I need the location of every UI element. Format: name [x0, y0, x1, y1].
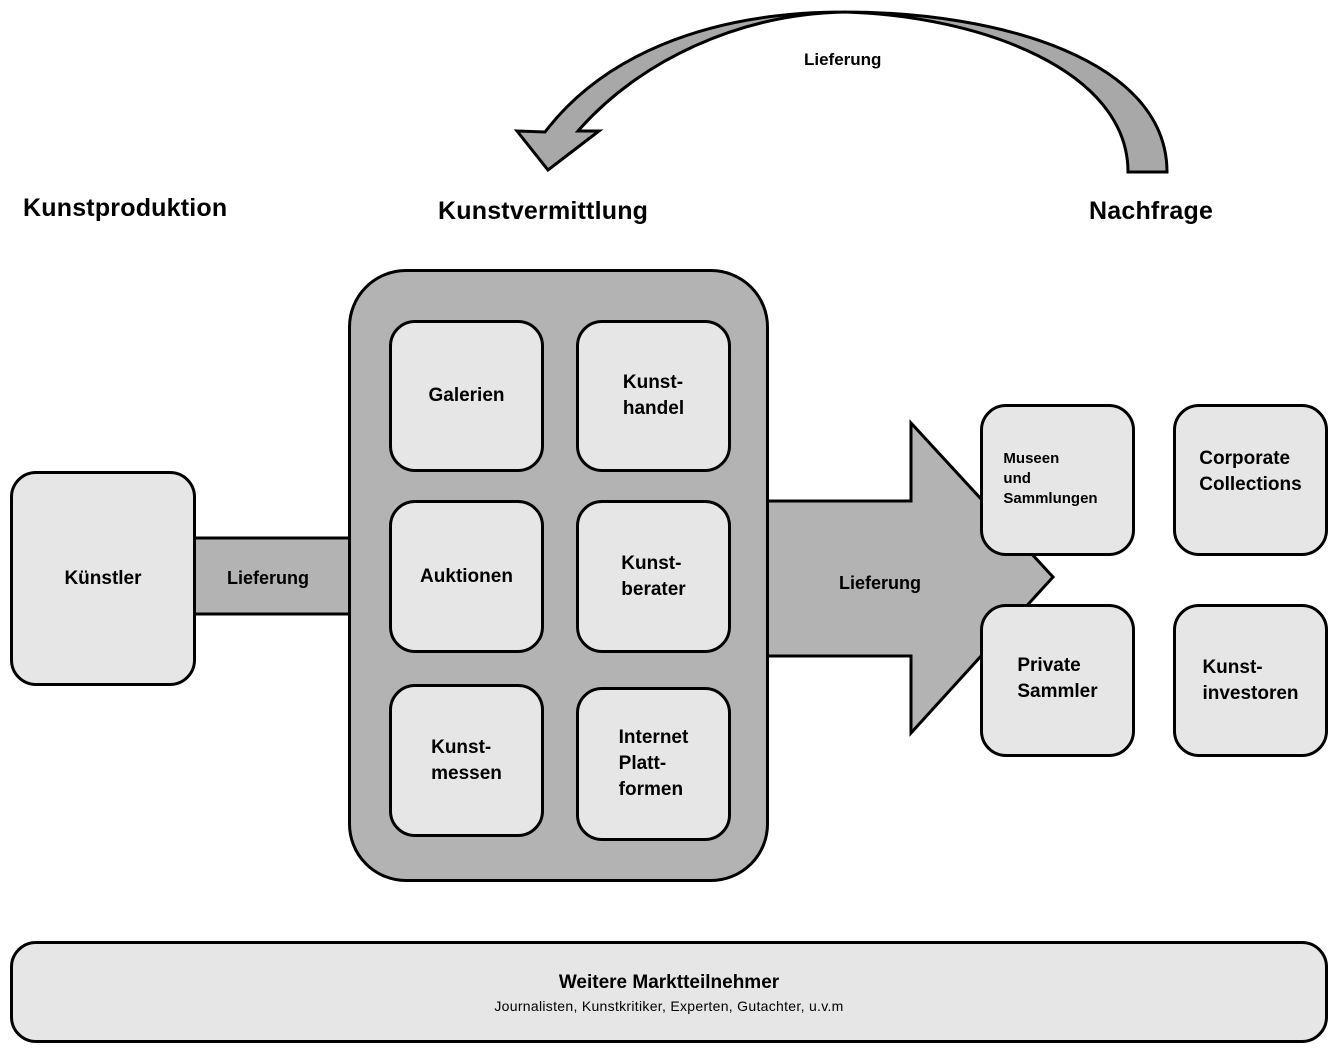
demand-arrow-label: Lieferung [839, 573, 922, 593]
other-participants-title: Weitere Marktteilnehmer [558, 972, 780, 993]
channel-kunsthandel: Kunst-handel [576, 320, 731, 472]
channel-label: Kunst- [622, 372, 684, 393]
channel-label: messen [431, 762, 502, 784]
channel-kunstmessen: Kunst-messen [389, 684, 544, 837]
channel-galerien: Galerien [389, 320, 544, 472]
curved-arrow-label: Lieferung [804, 50, 882, 69]
channel-label: formen [618, 779, 684, 800]
demand-label: Corporate [1199, 448, 1291, 469]
channel-kunstberater: Kunst-berater [576, 500, 731, 653]
other-participants-subtitle: Journalisten, Kunstkritiker, Experten, G… [494, 998, 844, 1014]
channel-auktionen: Auktionen [389, 500, 544, 653]
demand-label: Sammler [1017, 680, 1098, 702]
channel-label: Auktionen [420, 565, 513, 587]
demand-label: Museen [1003, 449, 1060, 467]
demand-label: Collections [1199, 474, 1302, 495]
other-participants-box: Weitere Marktteilnehmer Journalisten, Ku… [10, 941, 1328, 1043]
demand-kunstinvestoren: Kunst-investoren [1173, 604, 1328, 757]
heading-kunstproduktion: Kunstproduktion [23, 194, 228, 222]
channel-label: berater [621, 578, 686, 600]
channel-label: Platt- [618, 753, 667, 774]
channel-label: Kunst- [621, 552, 682, 574]
demand-label: Kunst- [1202, 656, 1263, 678]
heading-kunstvermittlung: Kunstvermittlung [438, 197, 649, 225]
channel-label: Kunst- [431, 736, 492, 758]
heading-nachfrage: Nachfrage [1089, 197, 1214, 225]
artist-arrow-label: Lieferung [227, 568, 310, 588]
channel-label: Internet [618, 727, 689, 748]
channel-label: Galerien [428, 385, 505, 406]
demand-label: investoren [1202, 682, 1299, 704]
curved-delivery-arrow [513, 10, 1169, 174]
box-kuenstler: Künstler [10, 471, 196, 686]
demand-label: Sammlungen [1003, 489, 1098, 507]
demand-label: und [1003, 469, 1031, 487]
demand-label: Private [1017, 654, 1081, 676]
channel-label: handel [622, 398, 685, 419]
box-kuenstler-label: Künstler [64, 567, 142, 589]
